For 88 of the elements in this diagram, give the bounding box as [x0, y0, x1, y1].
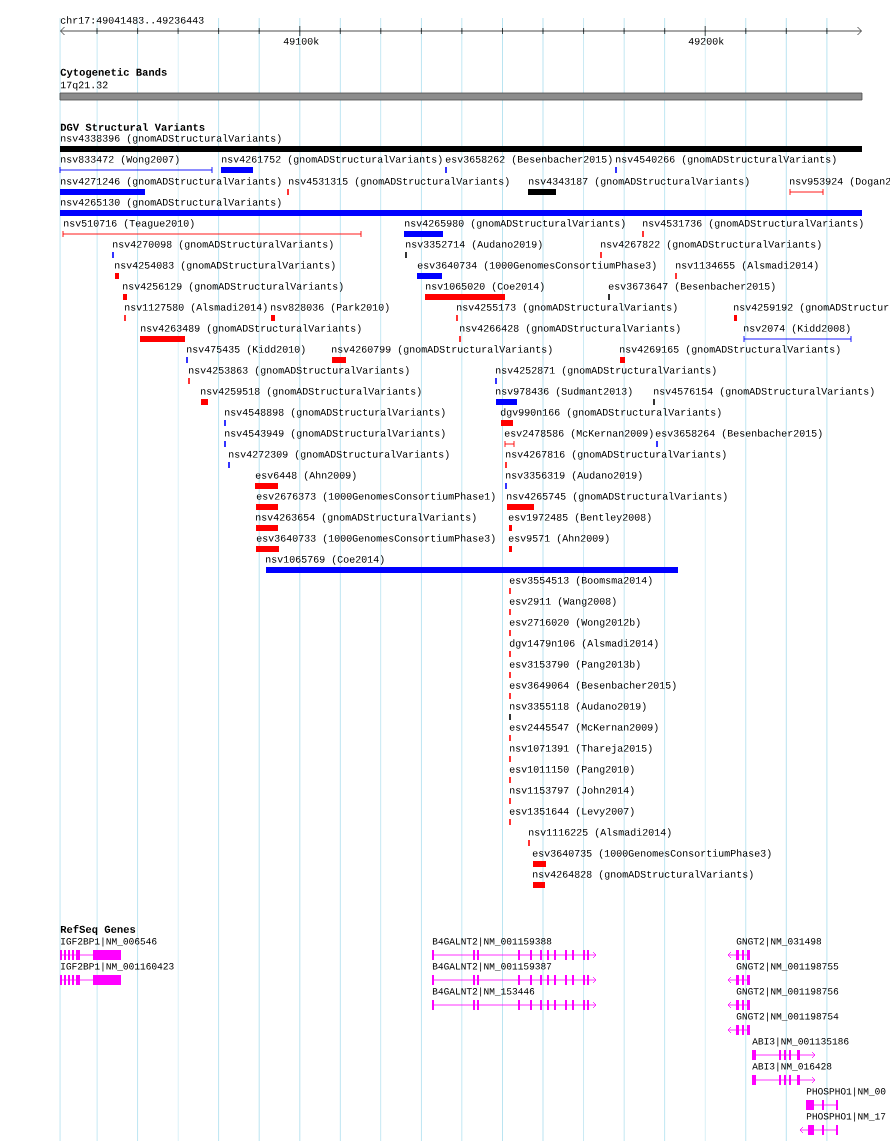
variant-label: nsv4338396 (gnomADStructuralVariants): [61, 134, 281, 144]
coordinate-label: chr17:49041483..49236443: [60, 16, 204, 24]
variant-label: esv2911 (Wang2008): [509, 597, 616, 607]
variant-label: nsv828036 (Park2010): [271, 303, 389, 313]
variant-label: esv3658262 (Besenbacher2015): [445, 155, 612, 165]
variant-label: nsv3352714 (Audano2019): [406, 240, 542, 250]
variant-label: esv3649064 (Besenbacher2015): [509, 681, 676, 691]
variant-label: nsv4267822 (gnomADStructuralVariants): [601, 240, 821, 250]
gene-label: PHOSPHO1|NM_17: [806, 1112, 886, 1122]
variant-label: nsv4540266 (gnomADStructuralVariants): [616, 155, 836, 165]
variant-label: nsv4263654 (gnomADStructuralVariants): [256, 513, 476, 523]
variant-label: nsv833472 (Wong2007): [61, 155, 179, 165]
variant-label: esv3658264 (Besenbacher2015): [655, 429, 822, 439]
variant-label: nsv2074 (Kidd2008): [744, 324, 850, 334]
gene-label: GNGT2|NM_001198756: [736, 987, 839, 997]
variant-label: esv2445547 (McKernan2009): [509, 723, 658, 733]
variant-label: nsv4265980 (gnomADStructuralVariants): [405, 219, 625, 229]
gene-label: B4GALNT2|NM_153446: [432, 987, 535, 997]
gene-label: B4GALNT2|NM_001159387: [432, 962, 552, 972]
variant-label: dgv990n166 (gnomADStructuralVariants): [500, 408, 721, 418]
variant-label: esv2478586 (McKernan2009): [504, 429, 653, 439]
variant-label: nsv4259518 (gnomADStructuralVariants): [201, 387, 421, 397]
variant-label: nsv4531315 (gnomADStructuralVariants): [289, 177, 509, 187]
variant-label: nsv4254083 (gnomADStructuralVariants): [115, 261, 335, 271]
variant-label: nsv4255173 (gnomADStructuralVariants): [457, 303, 677, 313]
variant-label: nsv4265130 (gnomADStructuralVariants): [61, 198, 281, 208]
track-heading: RefSeq Genes: [60, 925, 136, 935]
gene-label: GNGT2|NM_001198754: [736, 1012, 839, 1022]
variant-label: nsv4267816 (gnomADStructuralVariants): [506, 450, 726, 460]
variant-label: nsv4264828 (gnomADStructuralVariants): [533, 870, 753, 880]
variant-label: nsv4260799 (gnomADStructuralVariants): [332, 345, 552, 355]
variant-label: nsv4261752 (gnomADStructuralVariants): [222, 155, 442, 165]
variant-label: nsv1065020 (Coe2014): [426, 282, 544, 292]
gene-label: PHOSPHO1|NM_00: [806, 1087, 886, 1097]
variant-label: nsv4263489 (gnomADStructuralVariants): [141, 324, 361, 334]
variant-label: nsv4271246 (gnomADStructuralVariants): [61, 177, 281, 187]
variant-label: esv3640733 (1000GenomesConsortiumPhase3): [256, 534, 495, 544]
variant-label: nsv4576154 (gnomADStructuralVariants): [654, 387, 874, 397]
variant-label: nsv4531736 (gnomADStructuralVariants): [643, 219, 863, 229]
tick-label: 49100k: [283, 37, 319, 45]
variant-label: esv3153790 (Pang2013b): [509, 660, 640, 670]
variant-label: esv2716020 (Wong2012b): [509, 618, 640, 628]
variant-label: nsv4269165 (gnomADStructuralVariants): [620, 345, 840, 355]
variant-label: nsv4253863 (gnomADStructuralVariants): [189, 366, 409, 376]
variant-label: esv3640734 (1000GenomesConsortiumPhase3): [417, 261, 656, 271]
track-heading: Cytogenetic Bands: [60, 68, 167, 78]
gene-label: GNGT2|NM_001198755: [736, 962, 839, 972]
gene-label: IGF2BP1|NM_006546: [61, 937, 157, 947]
band-label: 17q21.32: [60, 81, 108, 91]
gene-label: ABI3|NM_016428: [752, 1062, 832, 1072]
variant-label: nsv3355118 (Audano2019): [510, 702, 646, 712]
gene-label: GNGT2|NM_031498: [736, 937, 822, 947]
tick-label: 49200k: [688, 37, 724, 45]
variant-label: nsv978436 (Sudmant2013): [496, 387, 632, 397]
variant-label: nsv4543949 (gnomADStructuralVariants): [225, 429, 445, 439]
variant-label: nsv475435 (Kidd2010): [187, 345, 305, 355]
variant-label: esv9571 (Ahn2009): [508, 534, 609, 544]
variant-label: esv3640735 (1000GenomesConsortiumPhase3): [532, 849, 771, 859]
variant-label: nsv4272309 (gnomADStructuralVariants): [229, 450, 449, 460]
gene-label: ABI3|NM_001135186: [752, 1037, 849, 1047]
variant-label: nsv4343187 (gnomADStructuralVariants): [529, 177, 749, 187]
variant-label: esv3673647 (Besenbacher2015): [608, 282, 775, 292]
gene-label: B4GALNT2|NM_001159388: [432, 937, 552, 947]
track-heading: DGV Structural Variants: [60, 123, 205, 131]
variant-label: dgv1479n106 (Alsmadi2014): [509, 639, 658, 649]
variant-label: nsv1071391 (Thareja2015): [510, 744, 652, 754]
variant-label: nsv4266428 (gnomADStructuralVariants): [460, 324, 680, 334]
variant-label: esv1011150 (Pang2010): [509, 765, 634, 775]
variant-label: nsv4270098 (gnomADStructuralVariants): [113, 240, 333, 250]
variant-label: nsv4259192 (gnomADStructur: [734, 303, 889, 313]
variant-label: nsv3356319 (Audano2019): [506, 471, 642, 481]
variant-label: nsv4548898 (gnomADStructuralVariants): [225, 408, 445, 418]
variant-label: esv1972485 (Bentley2008): [508, 513, 651, 523]
gene-label: IGF2BP1|NM_001160423: [61, 962, 174, 972]
variant-label: nsv1116225 (Alsmadi2014): [529, 828, 671, 838]
variant-label: nsv4252871 (gnomADStructuralVariants): [496, 366, 716, 376]
variant-label: nsv1134655 (Alsmadi2014): [676, 261, 818, 271]
variant-label: nsv1153797 (John2014): [510, 786, 634, 796]
variant-label: esv3554513 (Boomsma2014): [509, 576, 652, 586]
variant-label: nsv510716 (Teague2010): [64, 219, 194, 229]
variant-label: nsv4265745 (gnomADStructuralVariants): [507, 492, 727, 502]
variant-label: nsv4256129 (gnomADStructuralVariants): [123, 282, 343, 292]
variant-label: nsv953924 (Dogan2: [790, 177, 890, 187]
variant-label: nsv1127580 (Alsmadi2014): [125, 303, 267, 313]
variant-label: nsv1065769 (Coe2014): [266, 555, 384, 565]
variant-label: esv1351644 (Levy2007): [509, 807, 634, 817]
variant-label: esv6448 (Ahn2009): [255, 471, 356, 481]
variant-label: esv2676373 (1000GenomesConsortiumPhase1): [256, 492, 495, 502]
